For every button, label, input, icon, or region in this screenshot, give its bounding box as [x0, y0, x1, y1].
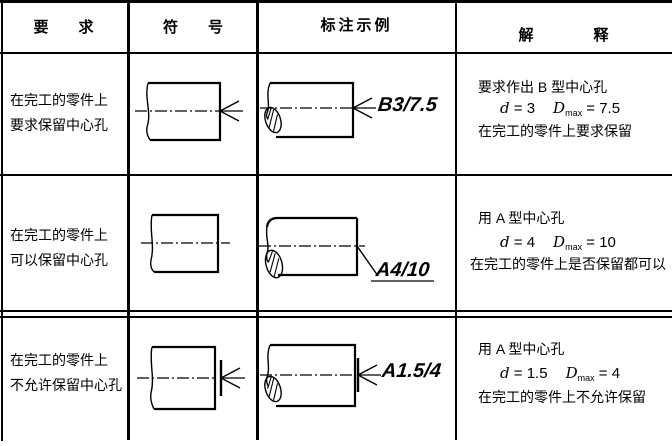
row2-requirement-line2: 可以保留中心孔: [10, 252, 108, 268]
leader-line: [356, 245, 379, 277]
dmax-variable: D: [565, 364, 578, 382]
row2-row3-separator-line-upper: [0, 310, 672, 312]
row2-row3-separator-line-lower: [0, 316, 672, 318]
dmax-value: = 10: [582, 234, 616, 251]
shaft-outline: [270, 343, 357, 408]
shaft-outline: [270, 81, 355, 139]
break-section-hatched-ellipse: [264, 106, 282, 134]
header-symbol: 符 号: [162, 19, 223, 36]
row2-explanation-formula: d = 4 Dmax = 10: [500, 233, 616, 252]
break-line: [150, 346, 155, 410]
d-value: = 1.5: [509, 365, 548, 382]
shaft-outline-right-bottom: [278, 218, 359, 277]
no-keep-center-hole-bar-arrow-symbol-icon: [356, 358, 381, 392]
break-section-hatched-ellipse: [264, 375, 282, 403]
break-line: [150, 214, 155, 273]
row3-requirement-line1: 在完工的零件上: [10, 352, 108, 368]
row2-center-hole-designation: A4/10: [374, 259, 431, 281]
header-requirement: 要 求: [33, 19, 94, 36]
dmax-subscript: max: [577, 373, 595, 383]
column-divider-3: [455, 3, 457, 440]
row1-center-hole-designation: B3/7.5: [376, 94, 439, 116]
row1-explanation-formula: d = 3 Dmax = 7.5: [500, 99, 620, 118]
d-variable: d: [500, 364, 510, 382]
row3-center-hole-designation: A1.5/4: [380, 360, 443, 382]
d-variable: d: [500, 99, 510, 117]
column-divider-2: [256, 3, 259, 440]
column-divider-1: [127, 3, 130, 440]
dmax-subscript: max: [565, 242, 583, 252]
row3-symbol-drawing: [137, 345, 245, 411]
break-line: [265, 82, 271, 120]
table-border-bottom: [0, 0, 672, 3]
break-section-hatched-ellipse: [264, 249, 284, 279]
dmax-variable: D: [553, 233, 566, 251]
row2-example-drawing: [259, 216, 434, 282]
row3-explanation-formula: d = 1.5 Dmax = 4: [500, 364, 620, 383]
d-value: = 4: [509, 234, 536, 251]
keep-center-hole-arrow-symbol-icon: [352, 97, 376, 119]
dmax-subscript: max: [565, 108, 583, 118]
break-line: [265, 226, 269, 263]
header-example: 标注示例: [320, 17, 393, 34]
d-variable: d: [500, 233, 510, 251]
row1-symbol-drawing: [135, 81, 243, 142]
row1-requirement-line1: 在完工的零件上: [10, 92, 108, 108]
dmax-value: = 4: [594, 365, 621, 382]
row1-explanation-line3: 在完工的零件上要求保留: [478, 123, 632, 139]
row2-explanation-line1: 用 A 型中心孔: [478, 210, 565, 226]
keep-center-hole-arrow-symbol-icon: [219, 100, 243, 122]
table-border-left: [1, 3, 3, 441]
row2-symbol-drawing: [141, 213, 230, 274]
break-line: [265, 344, 271, 387]
no-keep-center-hole-bar-arrow-symbol-icon: [219, 360, 245, 396]
header-separator-line: [0, 52, 672, 54]
row3-explanation-line3: 在完工的零件上不允许保留: [478, 389, 646, 405]
header-explanation: 解 释: [518, 27, 609, 44]
row3-requirement-line2: 不允许保留中心孔: [10, 377, 122, 393]
row1-example-drawing: [260, 81, 376, 139]
row3-example-drawing: [260, 343, 381, 408]
d-value: = 3: [509, 100, 536, 117]
shaft-outline-top: [265, 216, 357, 228]
row1-requirement-line2: 要求保留中心孔: [10, 117, 108, 133]
dmax-variable: D: [553, 99, 566, 117]
dmax-value: = 7.5: [582, 100, 621, 117]
part-outline: [152, 345, 217, 411]
row1-explanation-line1: 要求作出 B 型中心孔: [478, 79, 608, 95]
break-line: [146, 82, 151, 141]
row3-explanation-line1: 用 A 型中心孔: [478, 341, 565, 357]
row1-row2-separator-line: [0, 174, 672, 176]
row2-requirement-line1: 在完工的零件上: [10, 227, 108, 243]
row2-explanation-line3: 在完工的零件上是否保留都可以: [470, 256, 666, 272]
